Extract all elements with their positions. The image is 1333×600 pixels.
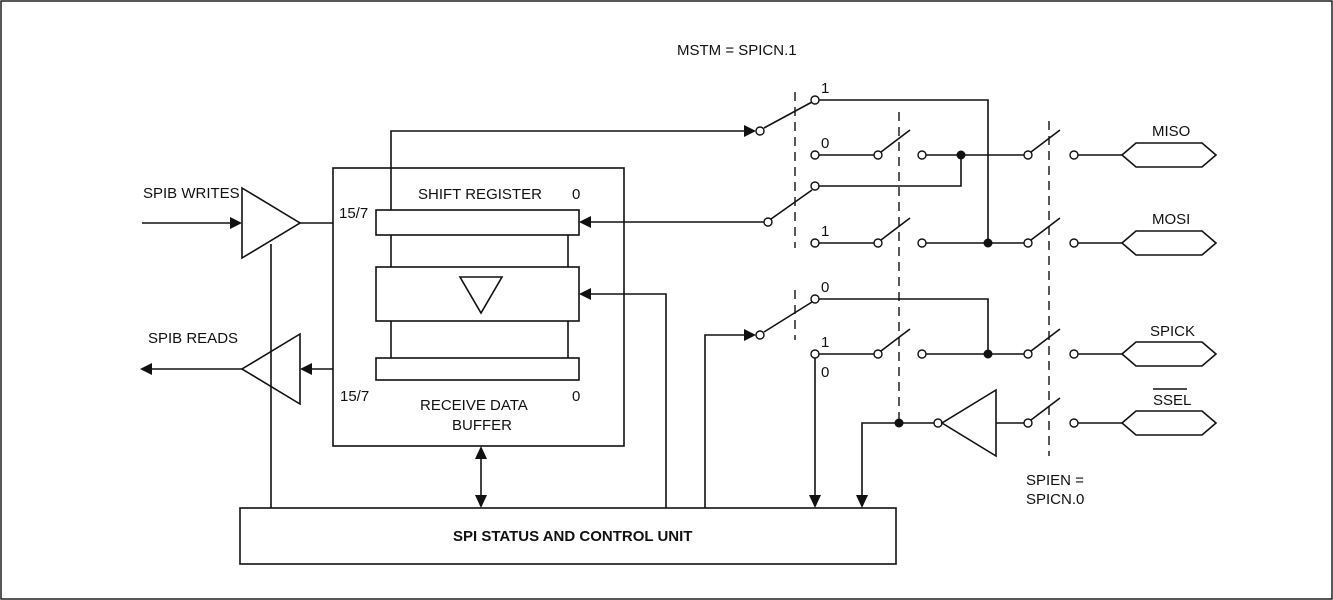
control-unit-label: SPI STATUS AND CONTROL UNIT	[453, 528, 692, 545]
mosi-en-contact	[917, 238, 927, 248]
miso-contact	[1069, 150, 1079, 160]
spib-writes-arrow	[230, 217, 242, 229]
mosi-pin	[1120, 230, 1218, 256]
spib-reads-label: SPIB READS	[148, 330, 238, 347]
mosi-blade	[1030, 217, 1061, 241]
spick-sw1-contact	[810, 349, 820, 359]
spien-label-1: SPIEN =	[1026, 472, 1084, 489]
spick-blade	[1030, 328, 1061, 352]
miso-en-blade	[880, 129, 911, 153]
mosi-node-dot	[983, 238, 993, 248]
miso-feedback-line	[819, 155, 962, 187]
sw-shift-in-pivot	[763, 217, 773, 227]
ssel-contact	[1069, 418, 1079, 428]
sw-slave-contact	[810, 181, 820, 191]
sw-master-in-blade	[763, 101, 813, 129]
miso-en-contact	[917, 150, 927, 160]
bit-high-bottom: 15/7	[340, 388, 369, 405]
latch-in-line	[591, 293, 667, 508]
sw-spick-extra-label: 0	[821, 364, 829, 381]
mosi-sw1-contact	[810, 238, 820, 248]
receive-data-buffer	[375, 357, 580, 381]
clock-out-line	[819, 298, 989, 354]
sw-master-in-contact1	[810, 95, 820, 105]
mosi-contact	[1069, 238, 1079, 248]
bit-low-bottom: 0	[572, 388, 580, 405]
sw-shift-in-blade	[770, 189, 813, 220]
ssel-buffer-triangle	[940, 388, 997, 458]
receive-to-read-arrow	[300, 363, 312, 375]
sw-miso-top-label: 1	[821, 80, 829, 97]
bus-arrow-down	[475, 495, 487, 508]
sw-miso-bottom-label: 0	[821, 135, 829, 152]
bus-arrow-up	[475, 446, 487, 459]
receive-data-label: RECEIVE DATA	[420, 397, 528, 414]
data-latch	[375, 266, 580, 322]
miso-pin	[1120, 142, 1218, 168]
mstm-label: MSTM = SPICN.1	[677, 42, 797, 59]
sw-mosi-label: 1	[821, 223, 829, 240]
spib-writes-label: SPIB WRITES	[143, 185, 240, 202]
miso-sw0-contact	[810, 150, 820, 160]
ssel-node-dot	[894, 418, 904, 428]
ssel-down-line	[861, 422, 934, 496]
clock-ctrl-line	[704, 334, 744, 508]
ssel-pin	[1120, 410, 1218, 436]
buffer-label: BUFFER	[452, 417, 512, 434]
mosi-en-blade	[880, 217, 911, 241]
bit-high-top: 15/7	[339, 205, 368, 222]
ssel-pivot	[1023, 418, 1033, 428]
bit-low-top: 0	[572, 186, 580, 203]
spib-reads-arrow	[140, 363, 152, 375]
spick-contact	[1069, 349, 1079, 359]
spick-label: SPICK	[1150, 323, 1195, 340]
write-buffer-triangle	[241, 186, 302, 260]
sw-clock-pivot	[755, 330, 765, 340]
mosi-pivot	[1023, 238, 1033, 248]
miso-en-pivot	[873, 150, 883, 160]
mosi-label: MOSI	[1152, 211, 1190, 228]
master-out-line	[819, 99, 989, 243]
spien-label-2: SPICN.0	[1026, 491, 1084, 508]
spick-en-blade	[880, 328, 911, 352]
miso-blade	[1030, 129, 1061, 153]
shift-register-label: SHIFT REGISTER	[418, 186, 542, 203]
latch-in-arrow	[579, 288, 591, 300]
control-unit	[239, 507, 897, 565]
clock-down-arrow	[809, 495, 821, 508]
shift-register	[375, 209, 580, 236]
sw-clock-contact0	[810, 294, 820, 304]
spick-node-dot	[983, 349, 993, 359]
ssel-blade	[1030, 397, 1061, 421]
shift-in-arrow	[579, 216, 591, 228]
shift-out-line	[390, 130, 744, 210]
spick-pin	[1120, 341, 1218, 367]
spick-pivot	[1023, 349, 1033, 359]
latch-triangle	[458, 276, 504, 315]
sw-clock-blade	[763, 301, 813, 333]
sw-spick-bottom-label: 1	[821, 334, 829, 351]
miso-label: MISO	[1152, 123, 1190, 140]
clock-ctrl-arrow	[744, 329, 756, 341]
sw-master-in-pivot	[755, 126, 765, 136]
miso-pivot	[1023, 150, 1033, 160]
ssel-label: SSEL	[1153, 392, 1191, 409]
sw-spick-top-label: 0	[821, 279, 829, 296]
ssel-down-arrow	[856, 495, 868, 508]
shift-out-arrow	[744, 125, 756, 137]
spick-en-contact	[917, 349, 927, 359]
mosi-en-pivot	[873, 238, 883, 248]
spick-en-pivot	[873, 349, 883, 359]
